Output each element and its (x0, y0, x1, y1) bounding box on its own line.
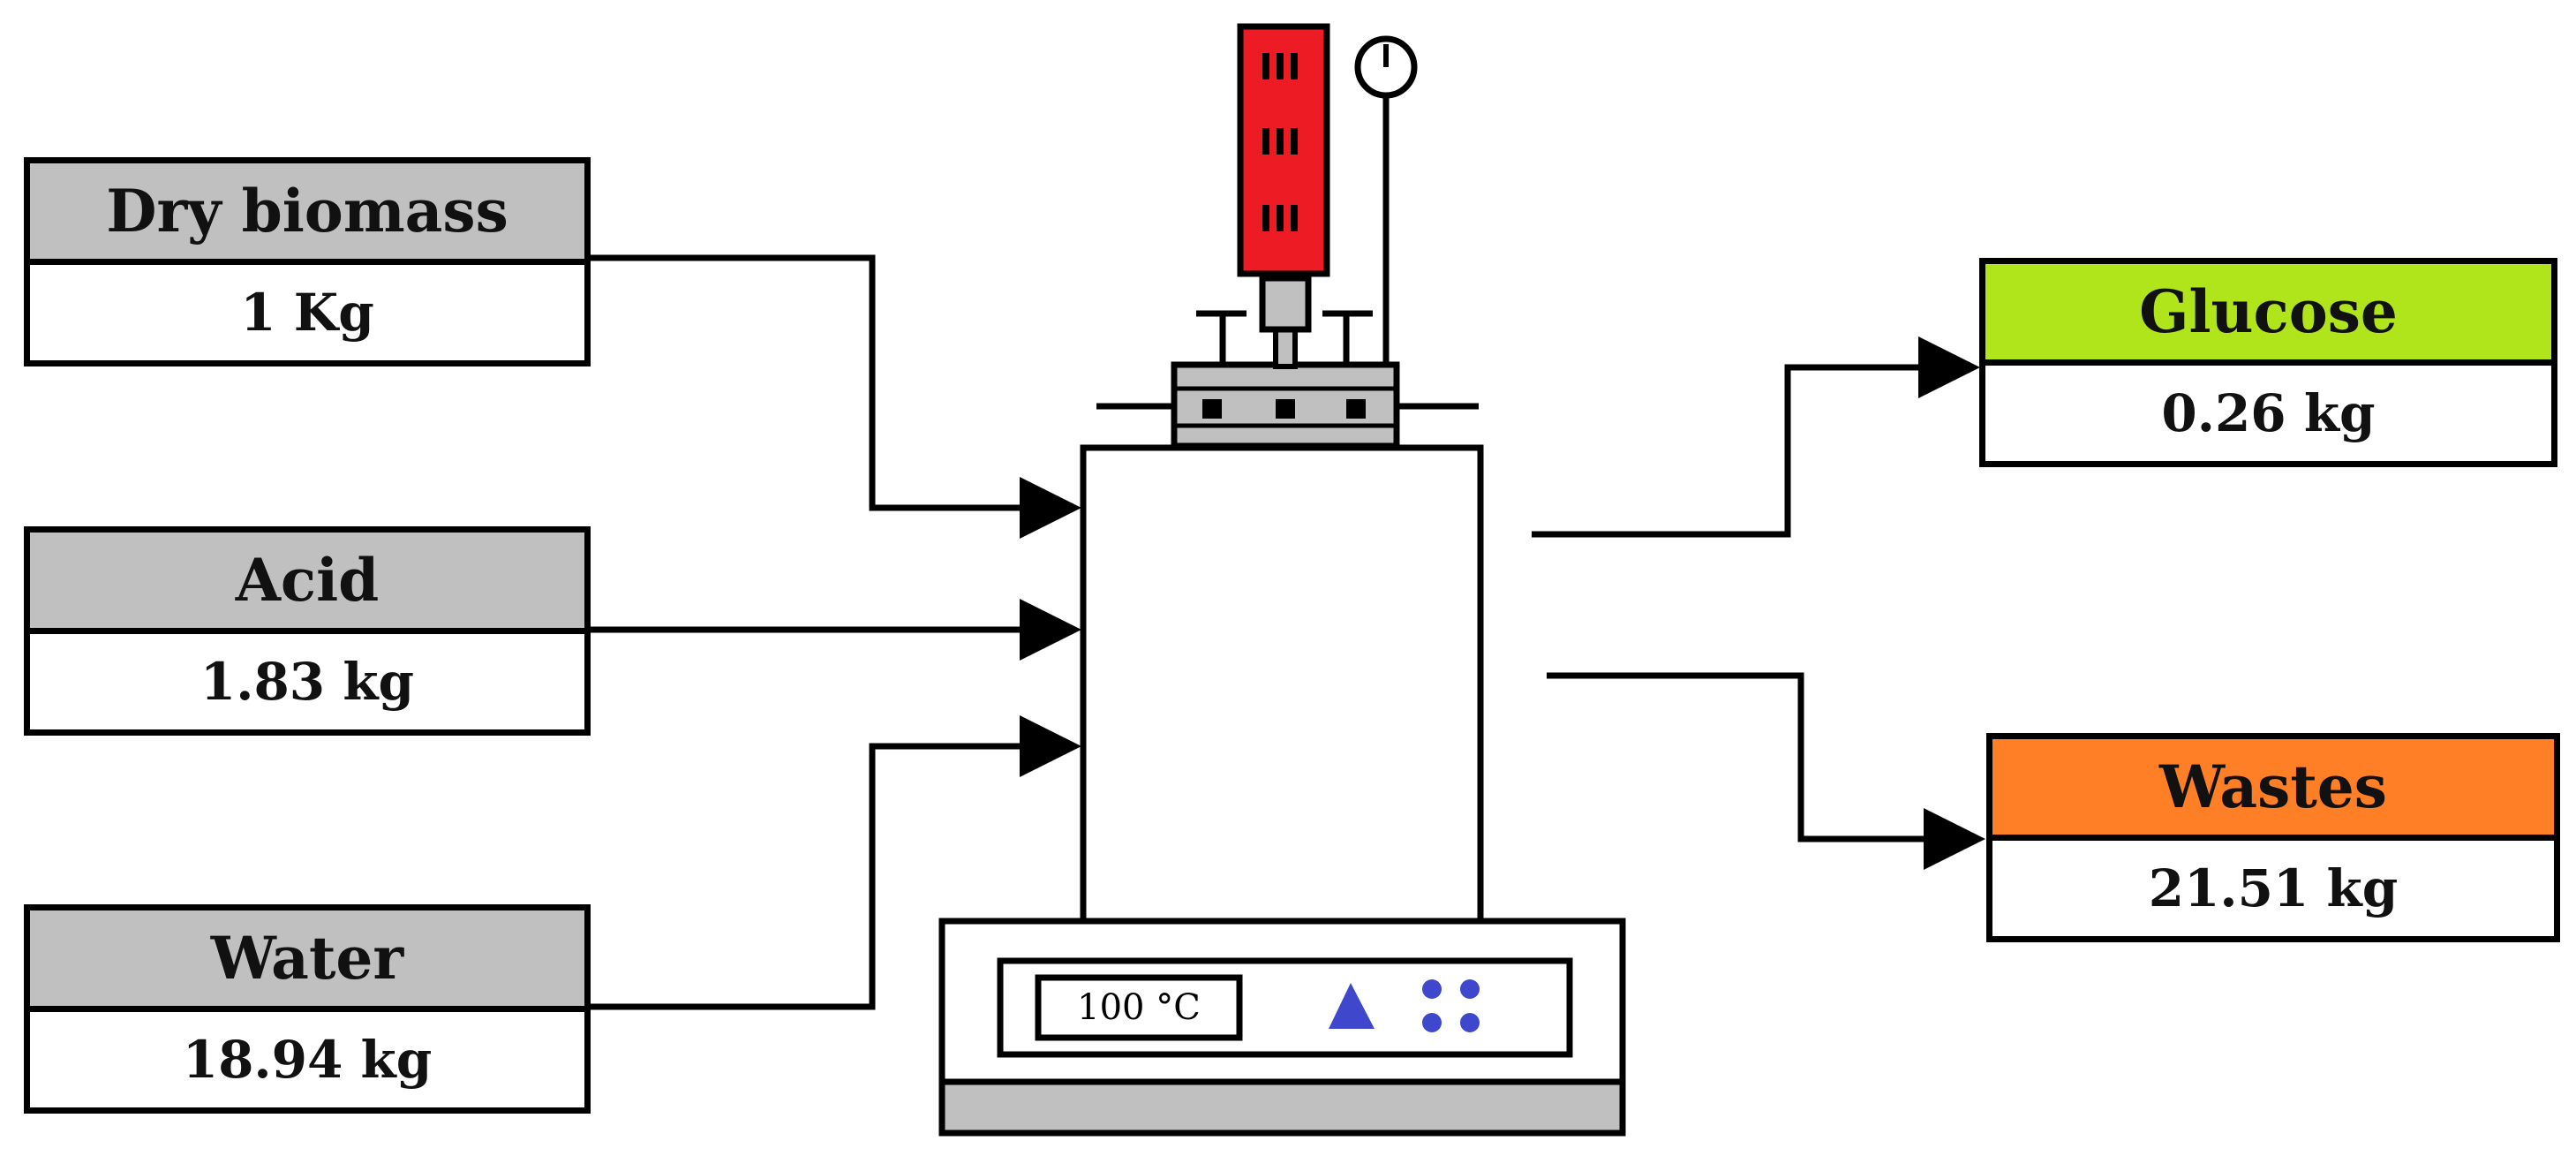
pressure-gauge-icon (1354, 35, 1418, 365)
output-amount-glucose: 0.26 kg (2161, 383, 2376, 443)
lid-bolt-1 (1202, 399, 1222, 419)
triangle-icon[interactable] (1329, 983, 1375, 1029)
output-box-glucose: Glucose 0.26 kg (1979, 258, 2557, 467)
input-amount-dry-biomass: 1 Kg (240, 283, 374, 343)
flow-line-glucose (1532, 336, 1980, 538)
motor-vent-2 (1262, 128, 1298, 155)
flow-line-wastes (1547, 672, 1985, 870)
input-amount-water: 18.94 kg (182, 1030, 433, 1090)
temperature-display-text: 100 °C (1077, 987, 1201, 1028)
stirrer-shaft (1273, 324, 1298, 369)
four-dots-icon[interactable] (1422, 979, 1480, 1032)
stirrer-coupling (1259, 275, 1312, 333)
output-box-wastes: Wastes 21.51 kg (1986, 733, 2560, 942)
input-box-dry-biomass: Dry biomass 1 Kg (24, 157, 591, 366)
motor-vent-3 (1262, 205, 1298, 231)
flow-line-dry-biomass (591, 254, 1081, 539)
motor-vent-1 (1262, 53, 1298, 79)
flow-line-water (591, 715, 1081, 1010)
input-label-dry-biomass: Dry biomass (30, 163, 584, 265)
input-box-water: Water 18.94 kg (24, 904, 591, 1114)
input-label-acid: Acid (30, 533, 584, 634)
output-label-glucose: Glucose (1985, 264, 2551, 366)
input-box-acid: Acid 1.83 kg (24, 526, 591, 736)
hotplate-bottom-strip (938, 1078, 1626, 1137)
input-amount-acid: 1.83 kg (200, 652, 415, 712)
output-label-wastes: Wastes (1992, 739, 2554, 841)
lid-bolt-2 (1276, 399, 1295, 419)
temperature-display (1035, 974, 1243, 1041)
output-amount-wastes: 21.51 kg (2148, 858, 2399, 918)
reactor-vessel (1080, 444, 1484, 925)
lid-bolt-3 (1346, 399, 1366, 419)
input-label-water: Water (30, 910, 584, 1012)
